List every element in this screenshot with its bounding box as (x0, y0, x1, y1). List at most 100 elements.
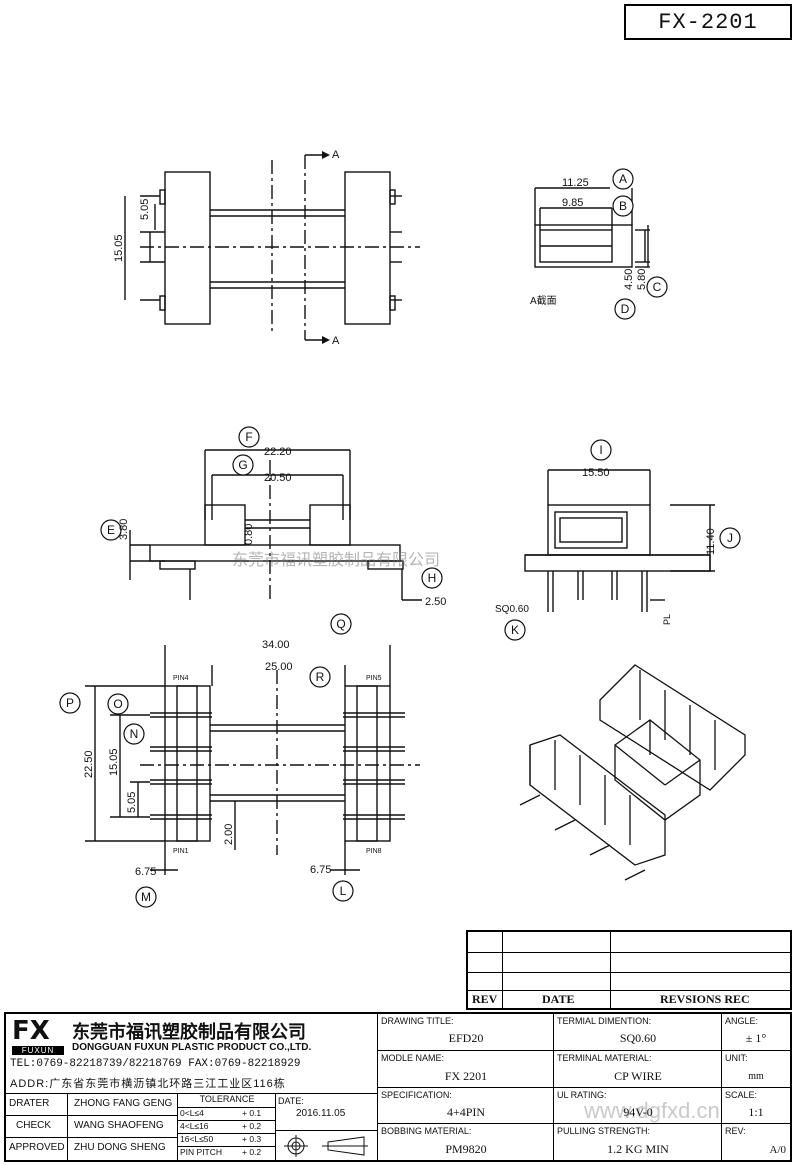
revision-table: REV DATE REVSIONS REC (466, 930, 792, 1010)
company-addr: ADDR:广东省东莞市横沥镇北环路三江工业区116栋 (10, 1078, 286, 1090)
dim-9-85: 9.85 (562, 197, 583, 209)
callout-H: H (428, 571, 437, 585)
spec-label: SPECIFICATION: (381, 1090, 452, 1100)
dim-4-50: 4.50 (623, 269, 635, 290)
tolerance-label: TOLERANCE (178, 1094, 276, 1108)
watermark-company: 东莞市福讯塑胶制品有限公司 (232, 552, 441, 569)
rev-label: REV: (725, 1126, 746, 1136)
pull-cell: PULLING STRENGTH: 1.2 KG MIN (554, 1124, 722, 1160)
dim-2-00: 2.00 (223, 824, 235, 845)
tol-value-2: + 0.2 (242, 1121, 262, 1131)
bobbin-cell: BOBBING MATERIAL: PM9820 (378, 1124, 554, 1160)
angle-value: ± 1° (745, 1031, 767, 1045)
drater-name: ZHONG FANG GENG (68, 1094, 178, 1116)
company-name-cn: 东莞市福讯塑胶制品有限公司 (72, 1022, 306, 1042)
callout-J: J (727, 531, 733, 545)
callout-C: C (653, 280, 662, 294)
dim-0-80: 0.80 (243, 524, 255, 545)
dim-34-00: 34.00 (262, 639, 290, 651)
bottom-pins (150, 712, 405, 820)
pin-label-8: PIN8 (366, 848, 382, 855)
dim-11-25: 11.25 (562, 177, 589, 189)
tol-range-3: 16<L≤50 (180, 1134, 214, 1144)
tol-range-4: PIN PITCH (180, 1147, 223, 1157)
approved-name: ZHU DONG SHENG (68, 1138, 178, 1160)
tol-value-4: + 0.2 (242, 1147, 262, 1157)
unit-label: UNIT: (725, 1053, 748, 1063)
drawing-title-value: EFD20 (448, 1031, 484, 1045)
callout-I: I (599, 443, 602, 457)
section-caption: A截面 (530, 294, 557, 307)
drawing-title-label: DRAWING TITLE: (381, 1016, 454, 1026)
company-logo-sub: FUXUN (12, 1046, 64, 1055)
callout-N: N (130, 727, 139, 741)
ul-label: UL RATING: (557, 1090, 607, 1100)
approved-label: APPROVED (6, 1138, 68, 1160)
model-label: MODLE NAME: (381, 1053, 445, 1063)
pull-label: PULLING STRENGTH: (557, 1126, 651, 1136)
callout-P: P (66, 696, 74, 710)
dim-top-15-05: 15.05 (113, 234, 125, 262)
pull-value: 1.2 KG MIN (607, 1142, 669, 1156)
dim-2-50: 2.50 (425, 596, 446, 608)
callout-G: G (238, 458, 247, 472)
dim-3-80: 3.80 (118, 519, 130, 540)
company-tel: TEL:0769-82218739/82218769 FAX:0769-8221… (10, 1058, 301, 1070)
tol-value-1: + 0.1 (242, 1108, 262, 1118)
callout-K: K (511, 623, 519, 637)
spec-value: 4+4PIN (446, 1105, 486, 1119)
dim-22-20: 22.20 (264, 446, 292, 458)
isometric-view (519, 664, 746, 881)
unit-cell: UNIT: mm (722, 1051, 790, 1088)
dim-25-00: 25.00 (265, 661, 293, 673)
rev-value: A/0 (769, 1144, 787, 1156)
drawing-number: FX-2201 (624, 4, 792, 40)
section-marker-bottom: A (332, 335, 340, 347)
technical-drawing: A B C D E F G H I J K L M N O P Q R A A … (59, 149, 746, 908)
callout-L: L (340, 884, 347, 898)
callout-F: F (245, 430, 252, 444)
date-label: DATE: (278, 1096, 304, 1106)
scale-cell: SCALE: 1:1 (722, 1088, 790, 1124)
ul-cell: UL RATING: 94V-0 (554, 1088, 722, 1124)
dim-15-05-bottom: 15.05 (108, 748, 120, 776)
terminal-mat-cell: TERMINAL MATERIAL: CP WIRE (554, 1051, 722, 1088)
terminal-mat-label: TERMINAL MATERIAL: (557, 1053, 652, 1063)
callout-E: E (107, 523, 115, 537)
tol-range-2: 4<L≤16 (180, 1121, 209, 1131)
pin-label-1: PIN1 (173, 848, 189, 855)
check-label: CHECK (6, 1116, 68, 1138)
drawing-title-cell: DRAWING TITLE: EFD20 (378, 1014, 554, 1051)
date-cell: DATE: 2016.11.05 (276, 1094, 378, 1160)
terminal-dim-cell: TERMIAL DIMENTION: SQ0.60 (554, 1014, 722, 1051)
title-block: FX FUXUN 东莞市福讯塑胶制品有限公司 DONGGUAN FUXUN PL… (4, 1012, 792, 1162)
dim-top-5-05: 5.05 (139, 199, 151, 220)
ul-value: 94V-0 (623, 1105, 653, 1119)
label-pl: PL (662, 614, 672, 625)
rev-col-header: REV (472, 992, 498, 1006)
date-col-header: DATE (542, 992, 575, 1006)
tolerance-table: TOLERANCE 0<L≤4 + 0.1 4<L≤16 + 0.2 16<L≤… (178, 1094, 276, 1160)
angle-label: ANGLE: (725, 1016, 759, 1026)
company-name-en: DONGGUAN FUXUN PLASTIC PRODUCT CO.,LTD. (72, 1042, 312, 1053)
angle-cell: ANGLE: ± 1° (722, 1014, 790, 1051)
check-name: WANG SHAOFENG (68, 1116, 178, 1138)
model-cell: MODLE NAME: FX 2201 (378, 1051, 554, 1088)
watermark-site: www.dgfxd.cn (584, 1098, 720, 1123)
terminal-mat-value: CP WIRE (614, 1069, 662, 1083)
callout-B: B (619, 199, 627, 213)
dim-6-75-right: 6.75 (310, 864, 331, 876)
drater-label: DRATER (6, 1094, 68, 1116)
company-info: FX FUXUN 东莞市福讯塑胶制品有限公司 DONGGUAN FUXUN PL… (6, 1014, 378, 1094)
dim-20-50: 20.50 (264, 472, 292, 484)
dim-6-75-left: 6.75 (135, 866, 156, 878)
section-marker-top: A (332, 149, 340, 161)
tol-range-1: 0<L≤4 (180, 1108, 204, 1118)
bobbin-value: PM9820 (445, 1142, 487, 1156)
callout-circles (59, 168, 741, 908)
terminal-dim-value: SQ0.60 (619, 1031, 657, 1045)
callout-letters: A B C D E F G H I J K L M N O P Q R (66, 172, 733, 904)
callout-D: D (621, 302, 630, 316)
terminal-dim-label: TERMIAL DIMENTION: (557, 1016, 652, 1026)
revisions-col-header: REVSIONS REC (660, 992, 750, 1006)
